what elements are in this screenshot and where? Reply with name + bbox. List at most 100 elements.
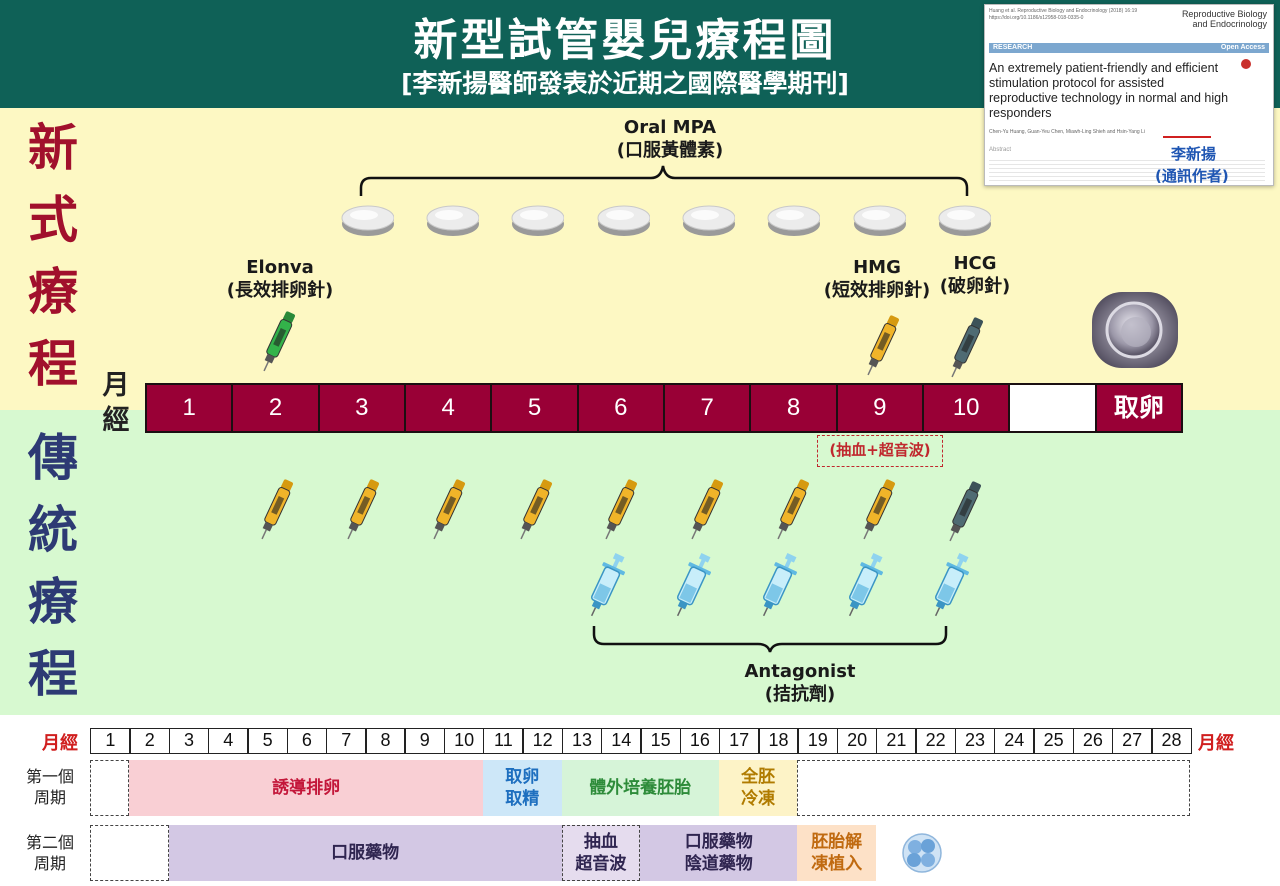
antagonist-label: Antagonist(拮抗劑): [744, 661, 856, 705]
table-day-cell: 6: [286, 728, 328, 754]
table-day-cell: 1: [90, 728, 131, 754]
cycle2-menses-blank: [90, 825, 169, 881]
traditional-protocol-label: 傳統療程: [28, 429, 78, 703]
antagonist-syringe-icon: [676, 552, 711, 617]
table-menses-right: 月經: [1198, 733, 1234, 754]
elonva-pen-icon: [263, 311, 295, 372]
cycle-day-cell: [1008, 383, 1097, 433]
hmg-pen-icon: [261, 479, 293, 540]
corresponding-author-name: 李新揚: [1171, 145, 1217, 163]
antagonist-bracket: [592, 626, 948, 653]
table-day-cell: 18: [758, 728, 799, 754]
oral-mpa-label: Oral MPA(口服黃體素): [616, 117, 724, 161]
cycle2-oral-vaginal-medication: 口服藥物 陰道藥物: [640, 825, 798, 881]
cycle1-menses-blank: [90, 760, 130, 816]
table-day-cell: 5: [247, 728, 288, 754]
pill-icon: [938, 205, 991, 236]
paper-doi: https://doi.org/10.1186/s12958-018-0335-…: [989, 15, 1084, 21]
table-menses-left: 月經: [42, 733, 78, 754]
oral-mpa-bracket: [359, 165, 969, 196]
table-day-cell: 20: [836, 728, 878, 754]
hcg-pen-icon: [949, 481, 981, 542]
cycle1-ovulation-induction: 誘導排卵: [129, 760, 483, 816]
corresponding-author-role: (通訊作者): [1155, 167, 1229, 185]
table-day-cell: 9: [404, 728, 446, 754]
cycle2-oral-medication: 口服藥物: [168, 825, 562, 881]
cycle1-remaining-blank: [797, 760, 1191, 816]
new-protocol-label: 新式療程: [28, 119, 78, 393]
paper-section-bar: RESEARCH Open Access: [989, 43, 1269, 53]
paper-abstract-label: Abstract: [989, 147, 1012, 153]
table-day-cell: 13: [561, 728, 603, 754]
pill-icon: [597, 205, 650, 236]
traditional-protocol-region: [0, 410, 1280, 715]
table-day-cell: 3: [168, 728, 210, 754]
cycle1-label: 第一個周期: [25, 767, 74, 807]
table-day-cell: 10: [443, 728, 485, 754]
pill-icon: [767, 205, 820, 236]
antagonist-syringe-icon: [934, 552, 969, 617]
elonva-label: Elonva(長效排卵針): [226, 257, 334, 301]
table-day-cell: 7: [325, 728, 367, 754]
page-subtitle: [李新揚醫師發表於近期之國際醫學期刊]: [401, 69, 849, 98]
crossmark-icon: [1241, 59, 1251, 69]
page-title: 新型試管嬰兒療程圖: [413, 15, 837, 66]
pill-icon: [511, 205, 564, 236]
table-day-cell: 23: [954, 728, 996, 754]
cycle-day-cell: 6: [576, 383, 665, 433]
cycle2-blood-ultrasound: 抽血 超音波: [561, 825, 641, 881]
table-day-cell: 12: [522, 728, 564, 754]
cycle-day-cell: 3: [317, 383, 406, 433]
table-day-cell: 24: [993, 728, 1035, 754]
author-underline: [1163, 136, 1211, 138]
antagonist-syringe-icon: [762, 552, 797, 617]
hmg-pen-icon: [347, 479, 379, 540]
antagonist-syringe-icon: [848, 552, 883, 617]
hmg-pen-icon: [605, 479, 637, 540]
cycle1-retrieval: 取卵 取精: [483, 760, 562, 816]
table-day-cell: 11: [483, 728, 524, 754]
table-day-cell: 15: [640, 728, 681, 754]
cycle-day-cell: 2: [231, 383, 320, 433]
paper-open-access: Open Access: [1220, 44, 1265, 51]
pill-icon: [341, 205, 394, 236]
hcg-pen-icon: [951, 317, 983, 378]
cycle-day-cell: 10: [922, 383, 1011, 433]
table-day-cell: 17: [718, 728, 760, 754]
table-day-cell: 28: [1151, 728, 1192, 754]
pill-icon: [426, 205, 479, 236]
paper-title: An extremely patient-friendly and effici…: [989, 61, 1229, 120]
embryo-icon: [902, 833, 942, 873]
cycle-day-cell: 1: [145, 383, 234, 433]
hmg-pen-icon: [520, 479, 552, 540]
table-day-cell: 21: [876, 728, 917, 754]
table-day-cell: 27: [1111, 728, 1153, 754]
hcg-label: HCG(破卵針): [939, 253, 1011, 297]
table-day-cell: 25: [1033, 728, 1074, 754]
cycle-day-cell: 8: [749, 383, 838, 433]
paper-abstract-lines: [989, 157, 1265, 181]
pill-icon: [853, 205, 906, 236]
table-day-cell: 14: [600, 728, 642, 754]
journal-paper-card: Huang et al. Reproductive Biology and En…: [984, 4, 1274, 186]
antagonist-syringe-icon: [590, 552, 625, 617]
blood-test-ultrasound-box: (抽血+超音波): [817, 435, 943, 467]
cycle1-freeze-all: 全胚 冷凍: [718, 760, 798, 816]
hmg-pen-icon: [867, 315, 899, 376]
cycle-day-cell: 7: [663, 383, 752, 433]
hmg-pen-icon: [863, 479, 895, 540]
hmg-pen-icon: [777, 479, 809, 540]
table-day-cell: 8: [365, 728, 406, 754]
cycle-day-cell: 5: [490, 383, 579, 433]
cycle2-embryo-transfer: 胚胎解 凍植入: [797, 825, 876, 881]
oocyte-image: [1092, 292, 1178, 368]
cycle2-label: 第二個周期: [25, 833, 74, 873]
paper-authors: Chen-Yu Huang, Guan-Yeu Chen, Miawh-Ling…: [989, 129, 1145, 135]
menses-label: 月經: [102, 370, 130, 436]
table-day-cell: 19: [797, 728, 839, 754]
egg-retrieval-cell: 取卵: [1094, 383, 1183, 433]
table-day-cell: 16: [679, 728, 721, 754]
table-day-cell: 2: [129, 728, 171, 754]
